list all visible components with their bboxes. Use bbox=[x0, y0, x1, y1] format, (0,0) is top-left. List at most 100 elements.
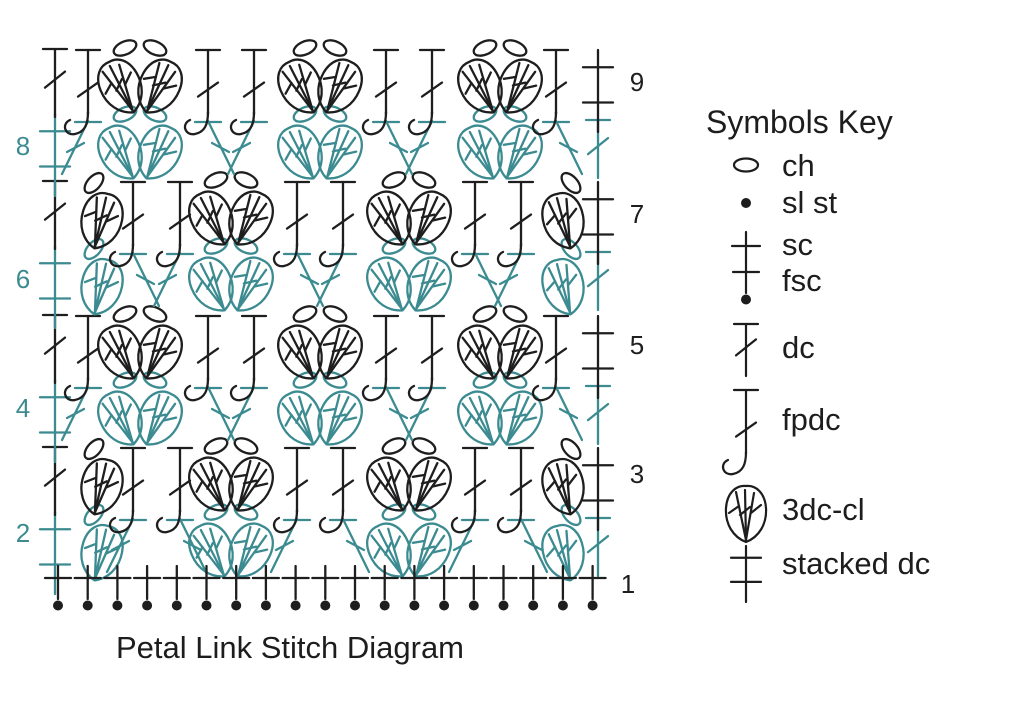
st-fsc bbox=[251, 564, 281, 611]
st-fpdc bbox=[407, 314, 446, 402]
st-fan bbox=[457, 305, 543, 380]
st-fpdc bbox=[108, 180, 147, 268]
st-stacked bbox=[38, 244, 72, 330]
st-fan bbox=[188, 171, 274, 246]
st-fan bbox=[277, 305, 363, 380]
st-fsc bbox=[519, 564, 548, 611]
row-label: 7 bbox=[630, 199, 644, 229]
st-lean bbox=[152, 251, 195, 308]
st-fsc bbox=[43, 564, 73, 611]
st-fan bbox=[97, 371, 183, 446]
st-fpdc bbox=[272, 180, 311, 268]
row-8 bbox=[38, 105, 612, 198]
st-stacked bbox=[581, 48, 615, 134]
st-fpdc bbox=[407, 48, 446, 136]
st-lean bbox=[282, 251, 325, 308]
st-lean bbox=[541, 119, 584, 176]
st-fsc bbox=[340, 564, 370, 611]
row-label: 1 bbox=[621, 569, 635, 599]
st-fpdc bbox=[531, 314, 570, 402]
st-fpdc bbox=[155, 446, 194, 534]
st-lean bbox=[226, 385, 269, 442]
row-9 bbox=[41, 39, 615, 136]
st-fan bbox=[97, 305, 183, 380]
st-fan bbox=[366, 237, 452, 312]
st-fpdc bbox=[155, 180, 194, 268]
st-lean bbox=[447, 517, 490, 574]
st-lean bbox=[404, 119, 447, 176]
st-fpdc bbox=[361, 48, 400, 136]
st-fsc bbox=[400, 564, 429, 611]
st-fan bbox=[97, 39, 183, 114]
page-title: Petal Link Stitch Diagram bbox=[115, 630, 465, 665]
st-fan bbox=[277, 39, 363, 114]
row-label: 6 bbox=[16, 264, 30, 294]
st-fsc bbox=[192, 564, 221, 611]
st-fpdc bbox=[531, 48, 570, 136]
row-label: 3 bbox=[630, 459, 644, 489]
st-fsc bbox=[311, 564, 340, 611]
st-petal bbox=[541, 237, 585, 316]
st-fan bbox=[188, 437, 274, 512]
st-fan bbox=[277, 105, 363, 180]
st-fan bbox=[457, 371, 543, 446]
row-label: 2 bbox=[16, 518, 30, 548]
st-fsc bbox=[103, 564, 132, 611]
row-1 bbox=[43, 564, 607, 611]
st-lean bbox=[269, 517, 312, 574]
row-label: 8 bbox=[16, 131, 30, 161]
st-lean bbox=[315, 251, 358, 308]
st-fsc bbox=[578, 564, 607, 611]
st-fpdc bbox=[318, 180, 357, 268]
st-fpdc bbox=[63, 314, 102, 402]
st-stacked bbox=[581, 314, 615, 400]
st-fpdc bbox=[229, 314, 268, 402]
st-fpdc bbox=[361, 314, 400, 402]
st-fan bbox=[97, 105, 183, 180]
st-fpdc bbox=[318, 446, 357, 534]
st-fpdc bbox=[63, 48, 102, 136]
st-fsc bbox=[459, 564, 488, 611]
st-fan bbox=[457, 39, 543, 114]
st-fan bbox=[366, 437, 452, 512]
st-fan bbox=[366, 171, 452, 246]
st-fpdc bbox=[272, 446, 311, 534]
st-stacked bbox=[581, 446, 615, 532]
st-lean bbox=[328, 517, 371, 574]
st-fan bbox=[277, 371, 363, 446]
st-fpdc bbox=[450, 446, 489, 534]
st-lean bbox=[371, 385, 414, 442]
st-fsc bbox=[370, 564, 399, 611]
st-fsc bbox=[222, 564, 251, 611]
st-petal bbox=[541, 171, 585, 250]
row-label: 4 bbox=[16, 393, 30, 423]
st-lean bbox=[371, 119, 414, 176]
st-lean bbox=[493, 251, 536, 308]
row-3 bbox=[41, 437, 615, 534]
st-fan bbox=[366, 503, 452, 578]
st-fan bbox=[457, 105, 543, 180]
row-5 bbox=[41, 305, 615, 402]
st-fsc bbox=[281, 564, 310, 611]
st-petal bbox=[80, 437, 124, 516]
st-lean bbox=[193, 385, 236, 442]
st-fpdc bbox=[183, 48, 222, 136]
st-petal bbox=[80, 171, 124, 250]
st-fpdc bbox=[183, 314, 222, 402]
st-lean bbox=[541, 385, 584, 442]
st-fpdc bbox=[496, 446, 535, 534]
st-petal bbox=[80, 237, 124, 316]
st-lean bbox=[193, 119, 236, 176]
st-fsc bbox=[132, 564, 162, 611]
st-stacked bbox=[38, 510, 72, 596]
st-lean bbox=[226, 119, 269, 176]
row-label: 9 bbox=[630, 67, 644, 97]
row-label: 5 bbox=[630, 330, 644, 360]
st-lean bbox=[460, 251, 503, 308]
st-petal bbox=[541, 437, 585, 516]
st-lean bbox=[506, 517, 549, 574]
st-fan bbox=[188, 237, 274, 312]
st-fan bbox=[188, 503, 274, 578]
